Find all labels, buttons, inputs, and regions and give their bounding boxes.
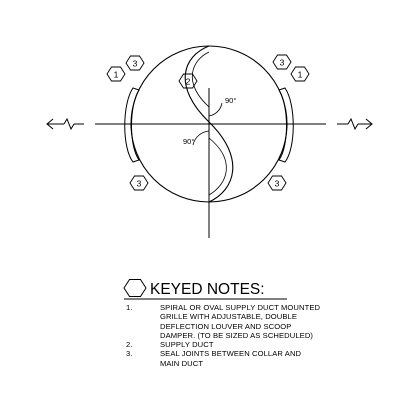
svg-text:1: 1 bbox=[114, 70, 119, 80]
angle-arc-upper bbox=[208, 102, 223, 117]
tag-3-lower-left: 3 bbox=[129, 175, 149, 191]
collar-left bbox=[124, 87, 140, 163]
tag-1-left: 1 bbox=[106, 66, 126, 82]
svg-text:3: 3 bbox=[275, 179, 280, 189]
break-symbol-right bbox=[337, 117, 373, 131]
angle-label-lower: 90° bbox=[183, 137, 194, 146]
keyed-note-item: 2. SUPPLY DUCT bbox=[126, 340, 376, 349]
svg-text:3: 3 bbox=[280, 58, 285, 68]
svg-text:3: 3 bbox=[133, 59, 138, 69]
tag-3-upper-right: 3 bbox=[272, 54, 292, 70]
svg-text:3: 3 bbox=[137, 179, 142, 189]
tag-3-upper-left: 3 bbox=[125, 55, 145, 71]
note-text: SEAL JOINTS BETWEEN COLLAR AND MAIN DUCT bbox=[160, 349, 302, 368]
keyed-notes-hexagon-icon bbox=[123, 279, 147, 297]
note-text: SPIRAL OR OVAL SUPPLY DUCT MOUNTED GRILL… bbox=[160, 303, 321, 340]
angle-arc-lower bbox=[192, 130, 210, 146]
svg-text:2: 2 bbox=[186, 77, 191, 87]
note-number: 3. bbox=[126, 349, 133, 359]
angle-label-upper: 90° bbox=[225, 96, 236, 105]
keyed-note-item: 1. SPIRAL OR OVAL SUPPLY DUCT MOUNTED GR… bbox=[126, 303, 376, 340]
keyed-notes-title: KEYED NOTES: bbox=[150, 281, 265, 298]
note-number: 1. bbox=[126, 303, 133, 312]
tag-3-lower-right: 3 bbox=[267, 175, 287, 191]
keyed-note-item: 3. SEAL JOINTS BETWEEN COLLAR AND MAIN D… bbox=[126, 349, 376, 368]
note-text: SUPPLY DUCT bbox=[160, 340, 214, 350]
tag-2-center: 2 bbox=[178, 73, 198, 89]
svg-text:1: 1 bbox=[298, 70, 303, 80]
note-number: 2. bbox=[126, 340, 133, 350]
collar-right bbox=[278, 87, 294, 163]
break-symbol-left bbox=[46, 117, 84, 131]
grille-arc-upper bbox=[191, 51, 210, 108]
keyed-notes-list: 1. SPIRAL OR OVAL SUPPLY DUCT MOUNTED GR… bbox=[126, 303, 376, 368]
tag-1-right: 1 bbox=[290, 66, 310, 82]
grille-arc-lower bbox=[208, 137, 227, 196]
